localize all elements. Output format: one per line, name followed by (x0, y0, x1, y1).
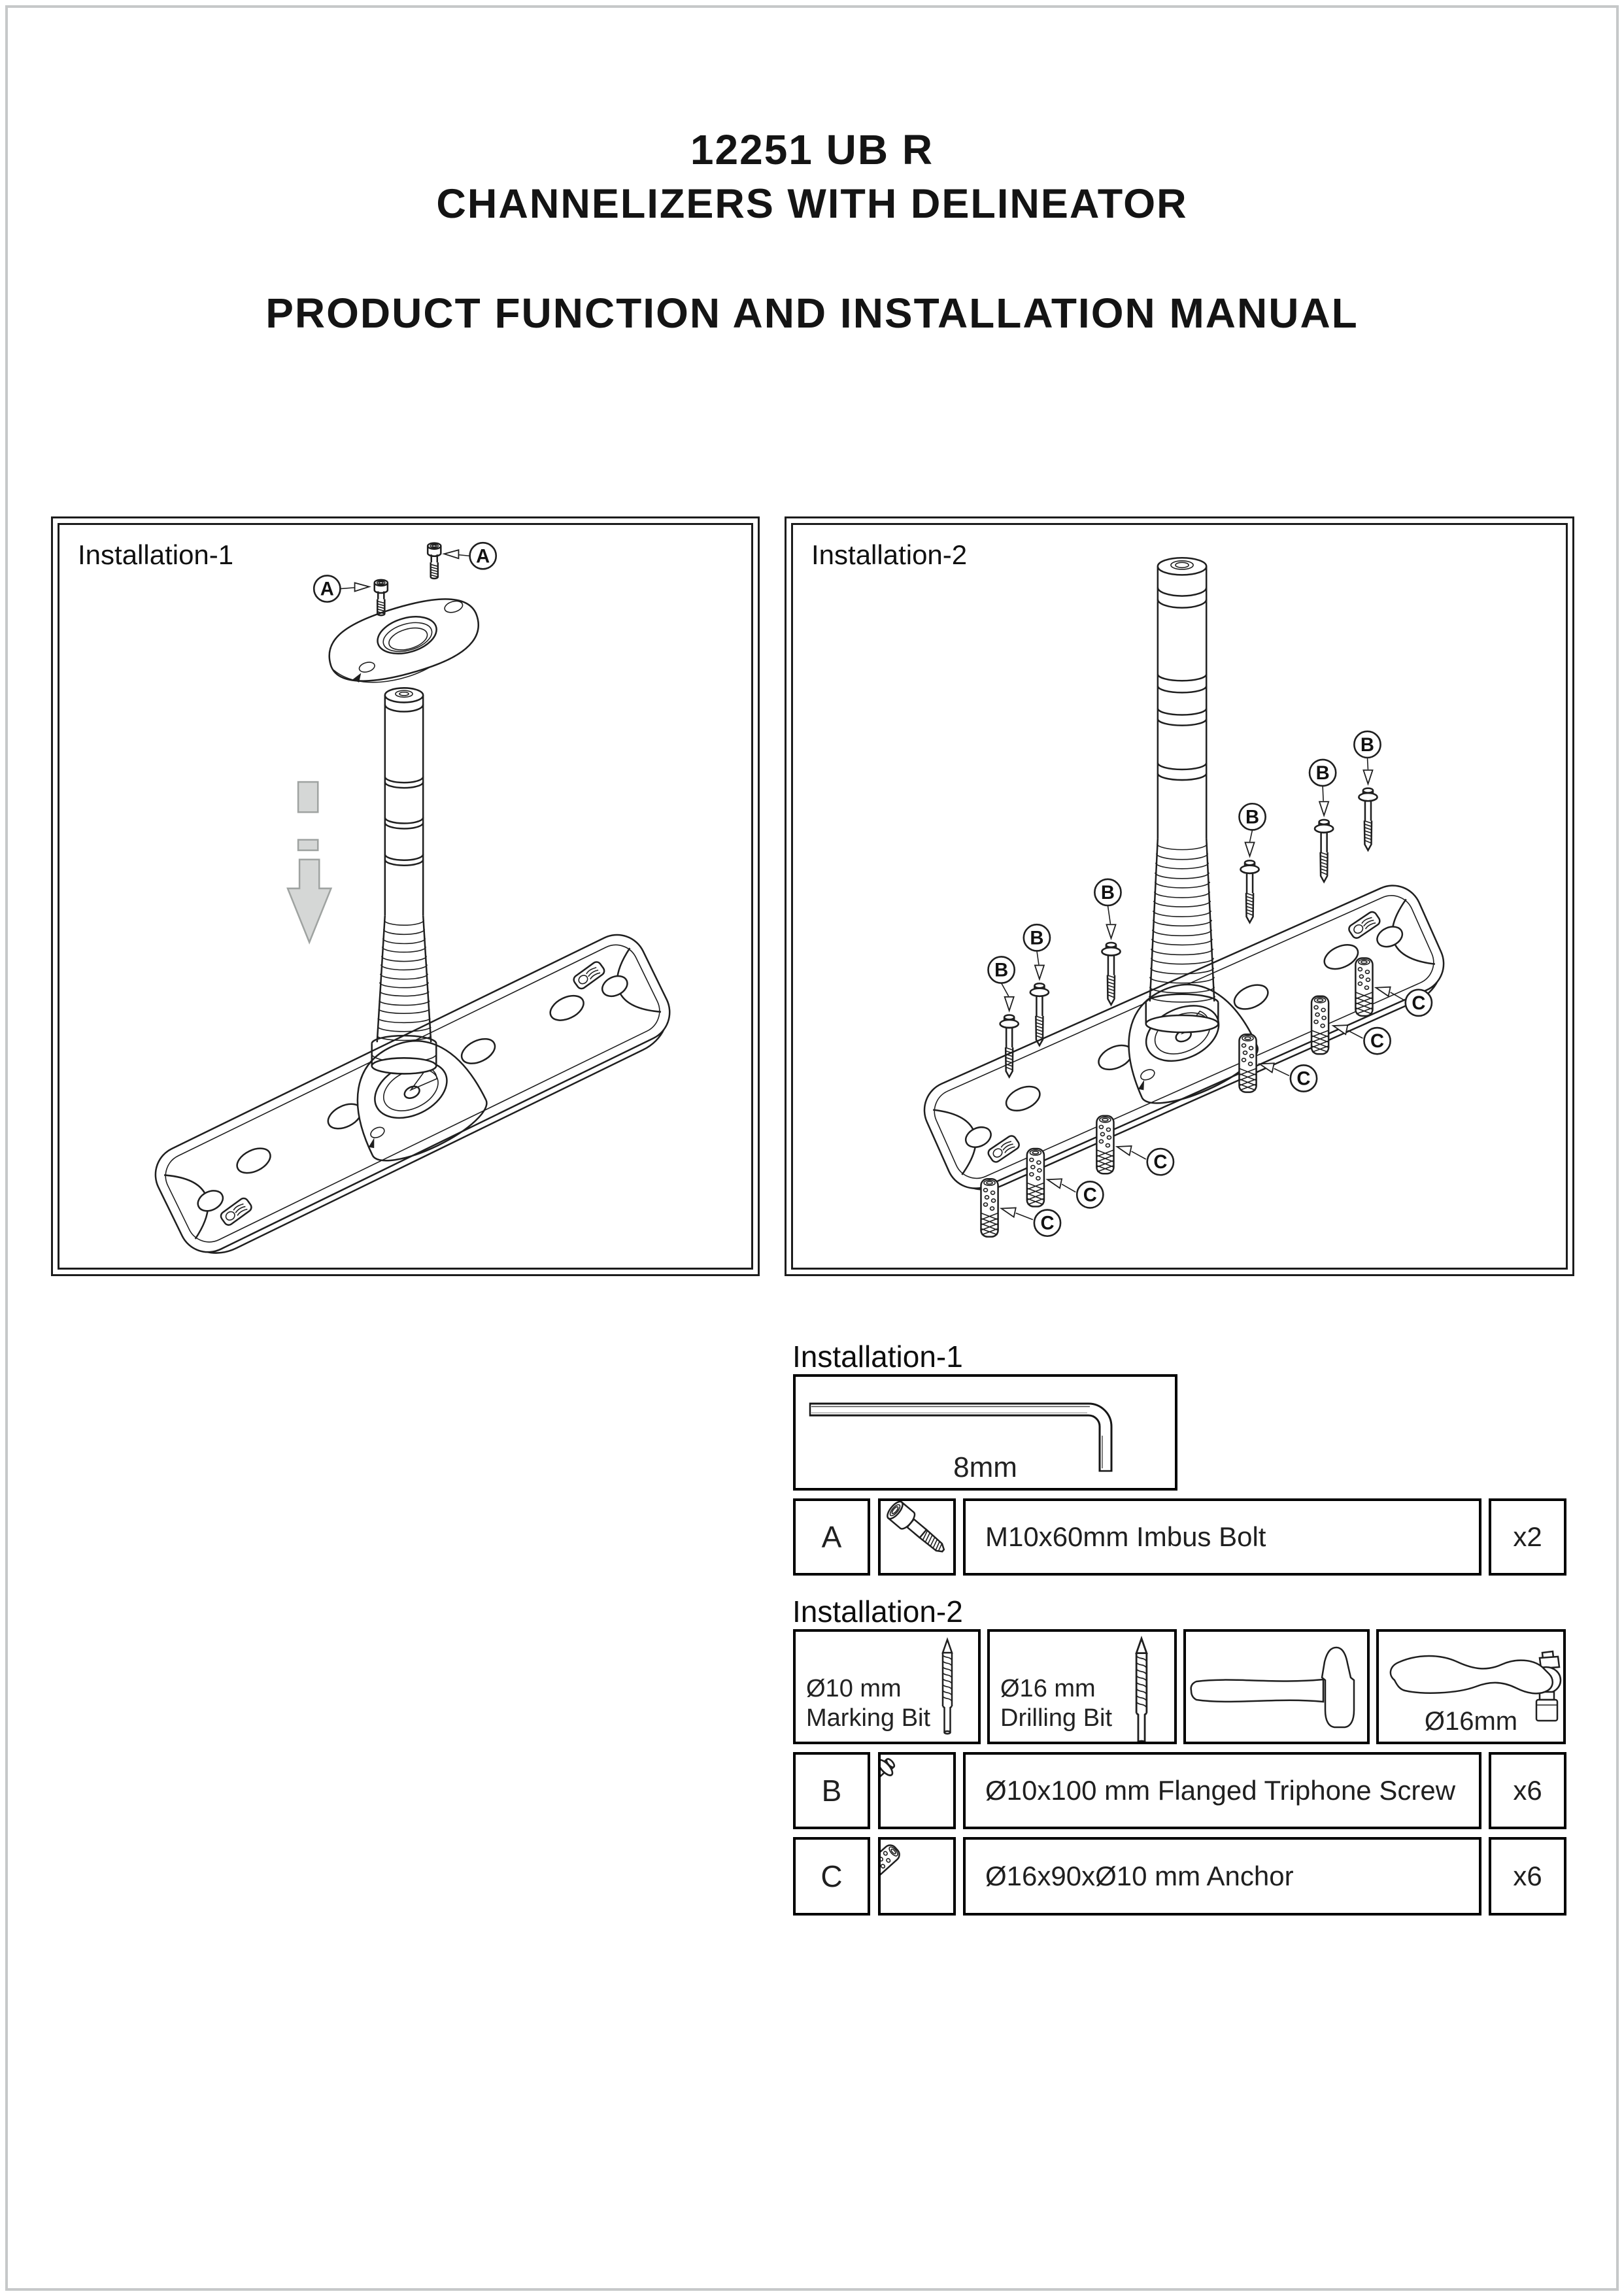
allen-key-icon (809, 1402, 1113, 1472)
imbus-bolt-icon (426, 542, 442, 580)
svg-text:B: B (1030, 928, 1043, 949)
installation-1-panel: A A Installation-1 (51, 516, 760, 1276)
base-plate-icon (144, 924, 683, 1268)
flanged-screw-icon (881, 1755, 900, 1813)
socket-wrench-box: Ø16mm (1376, 1629, 1566, 1744)
delineator-post-icon (1145, 557, 1219, 1034)
callout-c-anchor: C (1026, 1147, 1104, 1209)
hammer-icon (1190, 1646, 1355, 1729)
part-c-icon-cell (878, 1837, 956, 1916)
svg-text:C: C (1040, 1213, 1054, 1234)
callout-b-screw: B (1238, 802, 1266, 924)
callout-b-screw: B (1353, 730, 1381, 851)
part-a-description-cell: M10x60mm Imbus Bolt (963, 1498, 1481, 1576)
socket-size-label: Ø16mm (1424, 1707, 1518, 1736)
callout-c-anchor: C (1096, 1115, 1175, 1176)
parts-section-2-heading: Installation-2 (792, 1595, 963, 1629)
part-c-description-cell: Ø16x90xØ10 mm Anchor (963, 1837, 1481, 1916)
imbus-bolt-icon (887, 1501, 945, 1553)
callout-c-anchor: C (1310, 995, 1391, 1055)
parts-section-1-heading: Installation-1 (792, 1340, 963, 1374)
svg-text:A: A (320, 579, 334, 600)
page-title-model: 12251 UB R (690, 126, 934, 173)
callout-b-screw: B (1094, 878, 1122, 1006)
part-a-qty-cell: x2 (1489, 1498, 1566, 1576)
callout-a: A (442, 541, 498, 570)
svg-text:C: C (1370, 1031, 1384, 1052)
svg-text:B: B (1361, 735, 1374, 756)
installation-1-drawing: A A (144, 541, 683, 1268)
allen-key-size-label: 8mm (953, 1451, 1017, 1483)
hammer-box (1183, 1629, 1370, 1744)
installation-2-label: Installation-2 (811, 539, 968, 570)
down-arrow-icon (286, 781, 333, 945)
part-a-key-cell: A (793, 1498, 870, 1576)
part-b-icon-cell (878, 1752, 956, 1829)
page-title-manual: PRODUCT FUNCTION AND INSTALLATION MANUAL (265, 290, 1359, 337)
page-title-product: CHANNELIZERS WITH DELINEATOR (436, 181, 1188, 227)
installation-2-panel-inner: B B B B (791, 523, 1568, 1270)
installation-2-drawing: B B B B (914, 557, 1457, 1238)
svg-text:C: C (1153, 1152, 1167, 1173)
svg-text:C: C (1296, 1069, 1310, 1090)
callout-b-screw: B (1308, 758, 1337, 883)
installation-1-label: Installation-1 (78, 539, 234, 570)
svg-text:C: C (1083, 1185, 1097, 1206)
svg-text:B: B (1101, 883, 1115, 903)
callout-c-anchor: C (980, 1178, 1062, 1238)
part-c-qty-cell: x6 (1489, 1837, 1566, 1916)
svg-text:C: C (1412, 993, 1425, 1014)
part-c-key-cell: C (793, 1837, 870, 1916)
part-a-icon-cell (878, 1498, 956, 1576)
allen-key-box: 8mm (793, 1374, 1177, 1491)
svg-text:B: B (1245, 807, 1259, 828)
svg-text:B: B (994, 960, 1008, 981)
callout-c-anchor: C (1238, 1033, 1318, 1093)
callout-b-screw: B (1023, 923, 1051, 1047)
page-border (5, 5, 1619, 2291)
installation-2-panel: B B B B (785, 516, 1574, 1276)
svg-text:A: A (476, 546, 490, 567)
wall-anchor-icon (881, 1842, 903, 1895)
post-cap-icon (328, 598, 479, 683)
part-b-qty-cell: x6 (1489, 1752, 1566, 1829)
delineator-post-icon (371, 687, 437, 1075)
installation-1-panel-inner: A A Installation-1 (58, 523, 753, 1270)
imbus-bolt-icon (373, 579, 389, 616)
callout-c-anchor: C (1355, 957, 1433, 1017)
part-b-key-cell: B (793, 1752, 870, 1829)
callout-b-screw: B (987, 956, 1020, 1078)
part-b-description-cell: Ø10x100 mm Flanged Triphone Screw (963, 1752, 1481, 1829)
socket-wrench-icon (1389, 1650, 1562, 1722)
svg-text:B: B (1316, 763, 1330, 784)
callout-a: A (313, 575, 371, 603)
